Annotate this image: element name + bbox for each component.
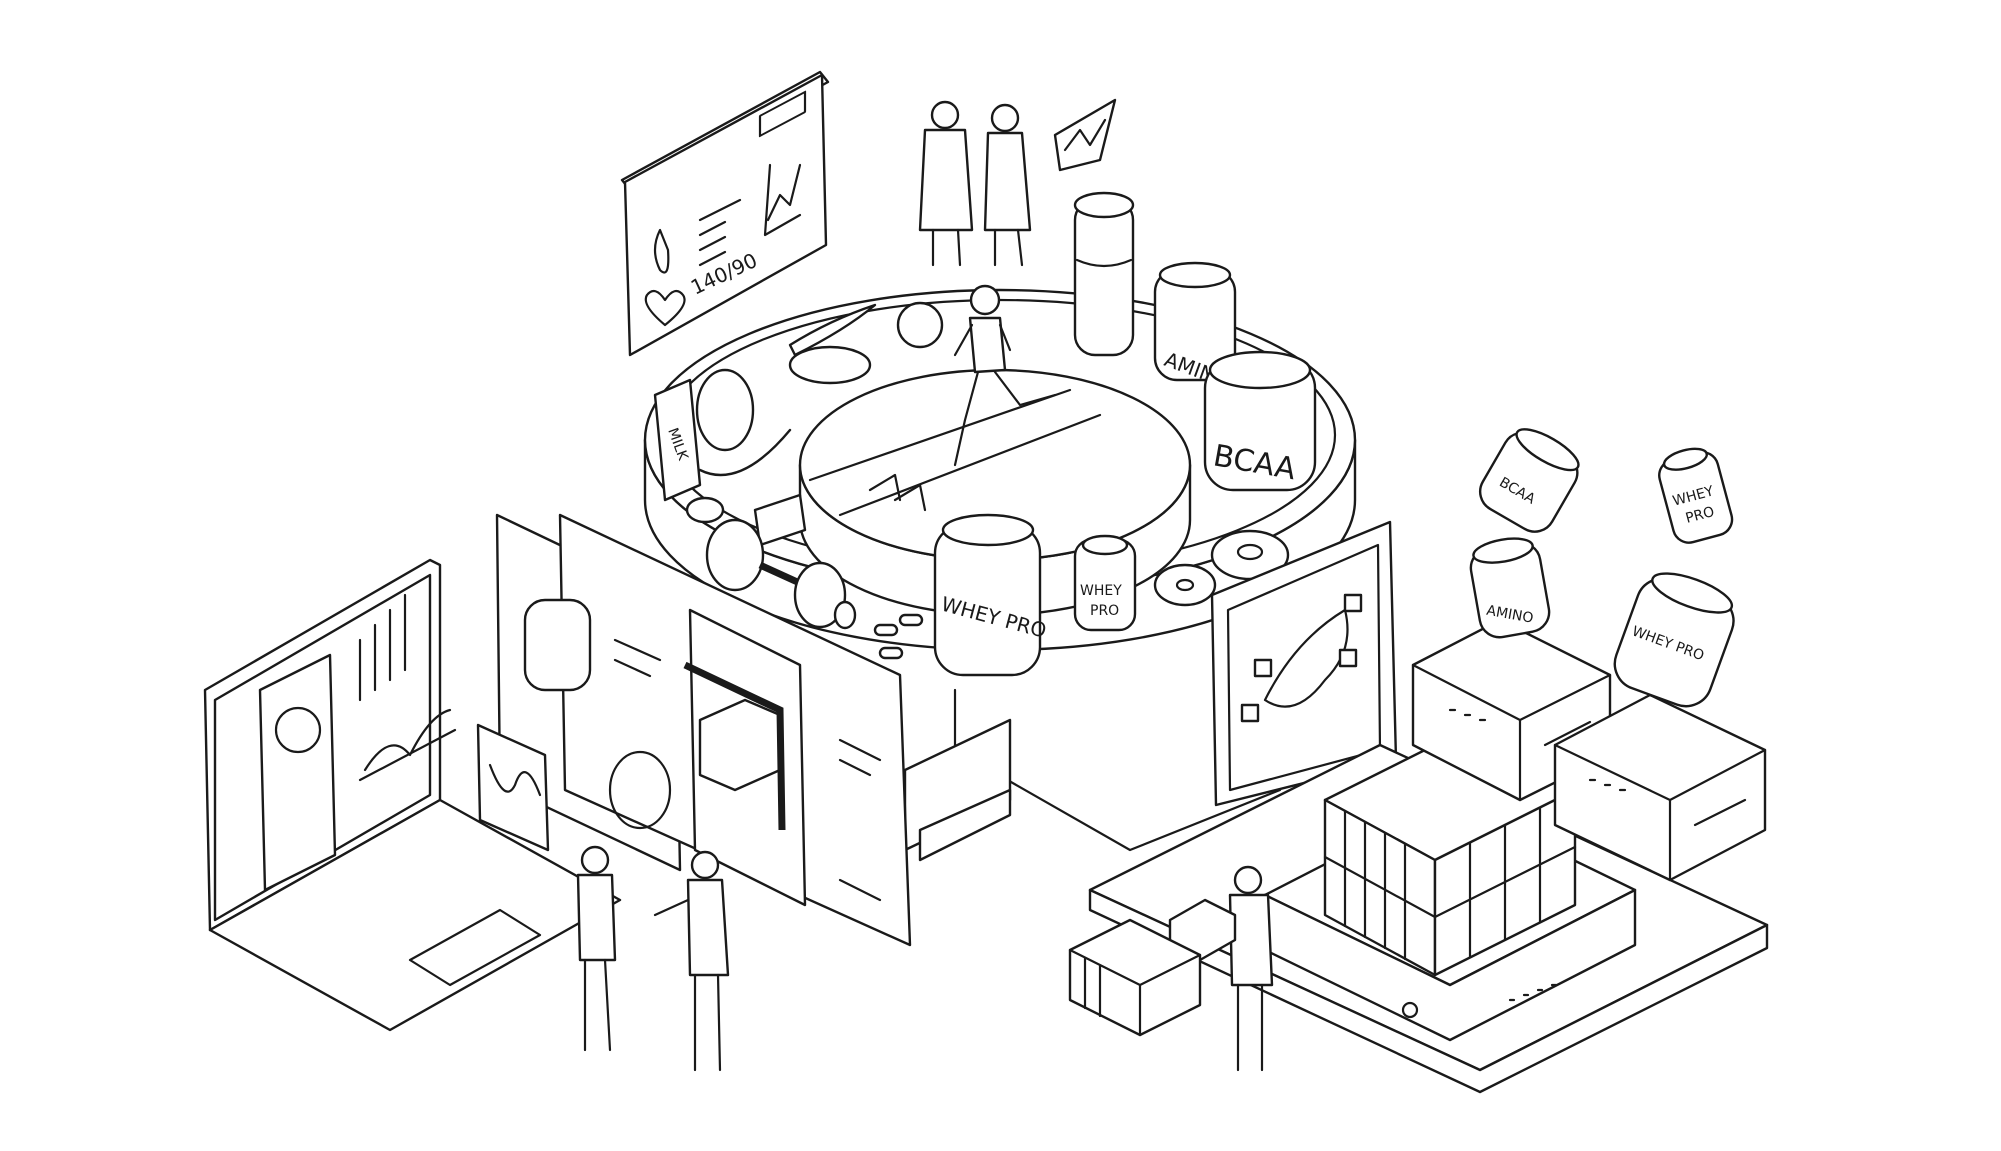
doctors bbox=[918, 98, 1117, 267]
line-chart-icon bbox=[763, 163, 802, 237]
connector-lines bbox=[848, 688, 1282, 862]
businessmen bbox=[576, 845, 730, 1072]
supplement-jar-icon bbox=[523, 598, 592, 692]
health-dashboard-panel: 140/90 bbox=[620, 70, 830, 357]
weight-plates bbox=[1153, 529, 1290, 607]
tablet-chart bbox=[1053, 98, 1117, 172]
pie-chart-icon bbox=[274, 706, 322, 754]
dumbbell bbox=[705, 518, 857, 630]
servers bbox=[1411, 618, 1767, 882]
svg-text:PRO: PRO bbox=[1090, 603, 1119, 619]
bcaa-jar: BCAA bbox=[1203, 350, 1317, 492]
banana bbox=[698, 428, 792, 477]
analytics-panels bbox=[476, 513, 912, 947]
laptop bbox=[203, 558, 622, 1032]
runner-figure bbox=[953, 284, 1057, 467]
svg-text:PRO: PRO bbox=[1684, 504, 1716, 527]
steak bbox=[788, 345, 872, 385]
heart-icon bbox=[644, 289, 686, 327]
milk-carton bbox=[653, 378, 702, 502]
water-bottle bbox=[1073, 191, 1135, 357]
footprint-icon bbox=[653, 228, 670, 274]
floating-amino-jar: AMINO bbox=[1469, 537, 1551, 639]
map-icon bbox=[1263, 608, 1349, 708]
lettuce bbox=[695, 368, 755, 452]
warehouse-worker bbox=[1068, 865, 1274, 1072]
carrot bbox=[788, 303, 877, 357]
avocado bbox=[685, 496, 725, 524]
whey-pro-jar: WHEY PRO bbox=[933, 513, 1049, 677]
food-items: MILK bbox=[653, 301, 944, 547]
donut-chart-icon bbox=[608, 750, 672, 830]
floating-whey-pro-bottle: WHEY PRO bbox=[1658, 447, 1734, 544]
trackpad bbox=[408, 908, 542, 987]
orange bbox=[896, 301, 944, 349]
whey-pro-bottle: WHEY PRO bbox=[1073, 534, 1137, 632]
floating-whey-pro-jar: WHEY PRO bbox=[1613, 572, 1735, 708]
pills bbox=[873, 613, 924, 660]
floating-bcaa-jar: BCAA bbox=[1478, 428, 1580, 533]
cube-icon bbox=[698, 698, 782, 792]
svg-text:WHEY: WHEY bbox=[1080, 583, 1122, 599]
